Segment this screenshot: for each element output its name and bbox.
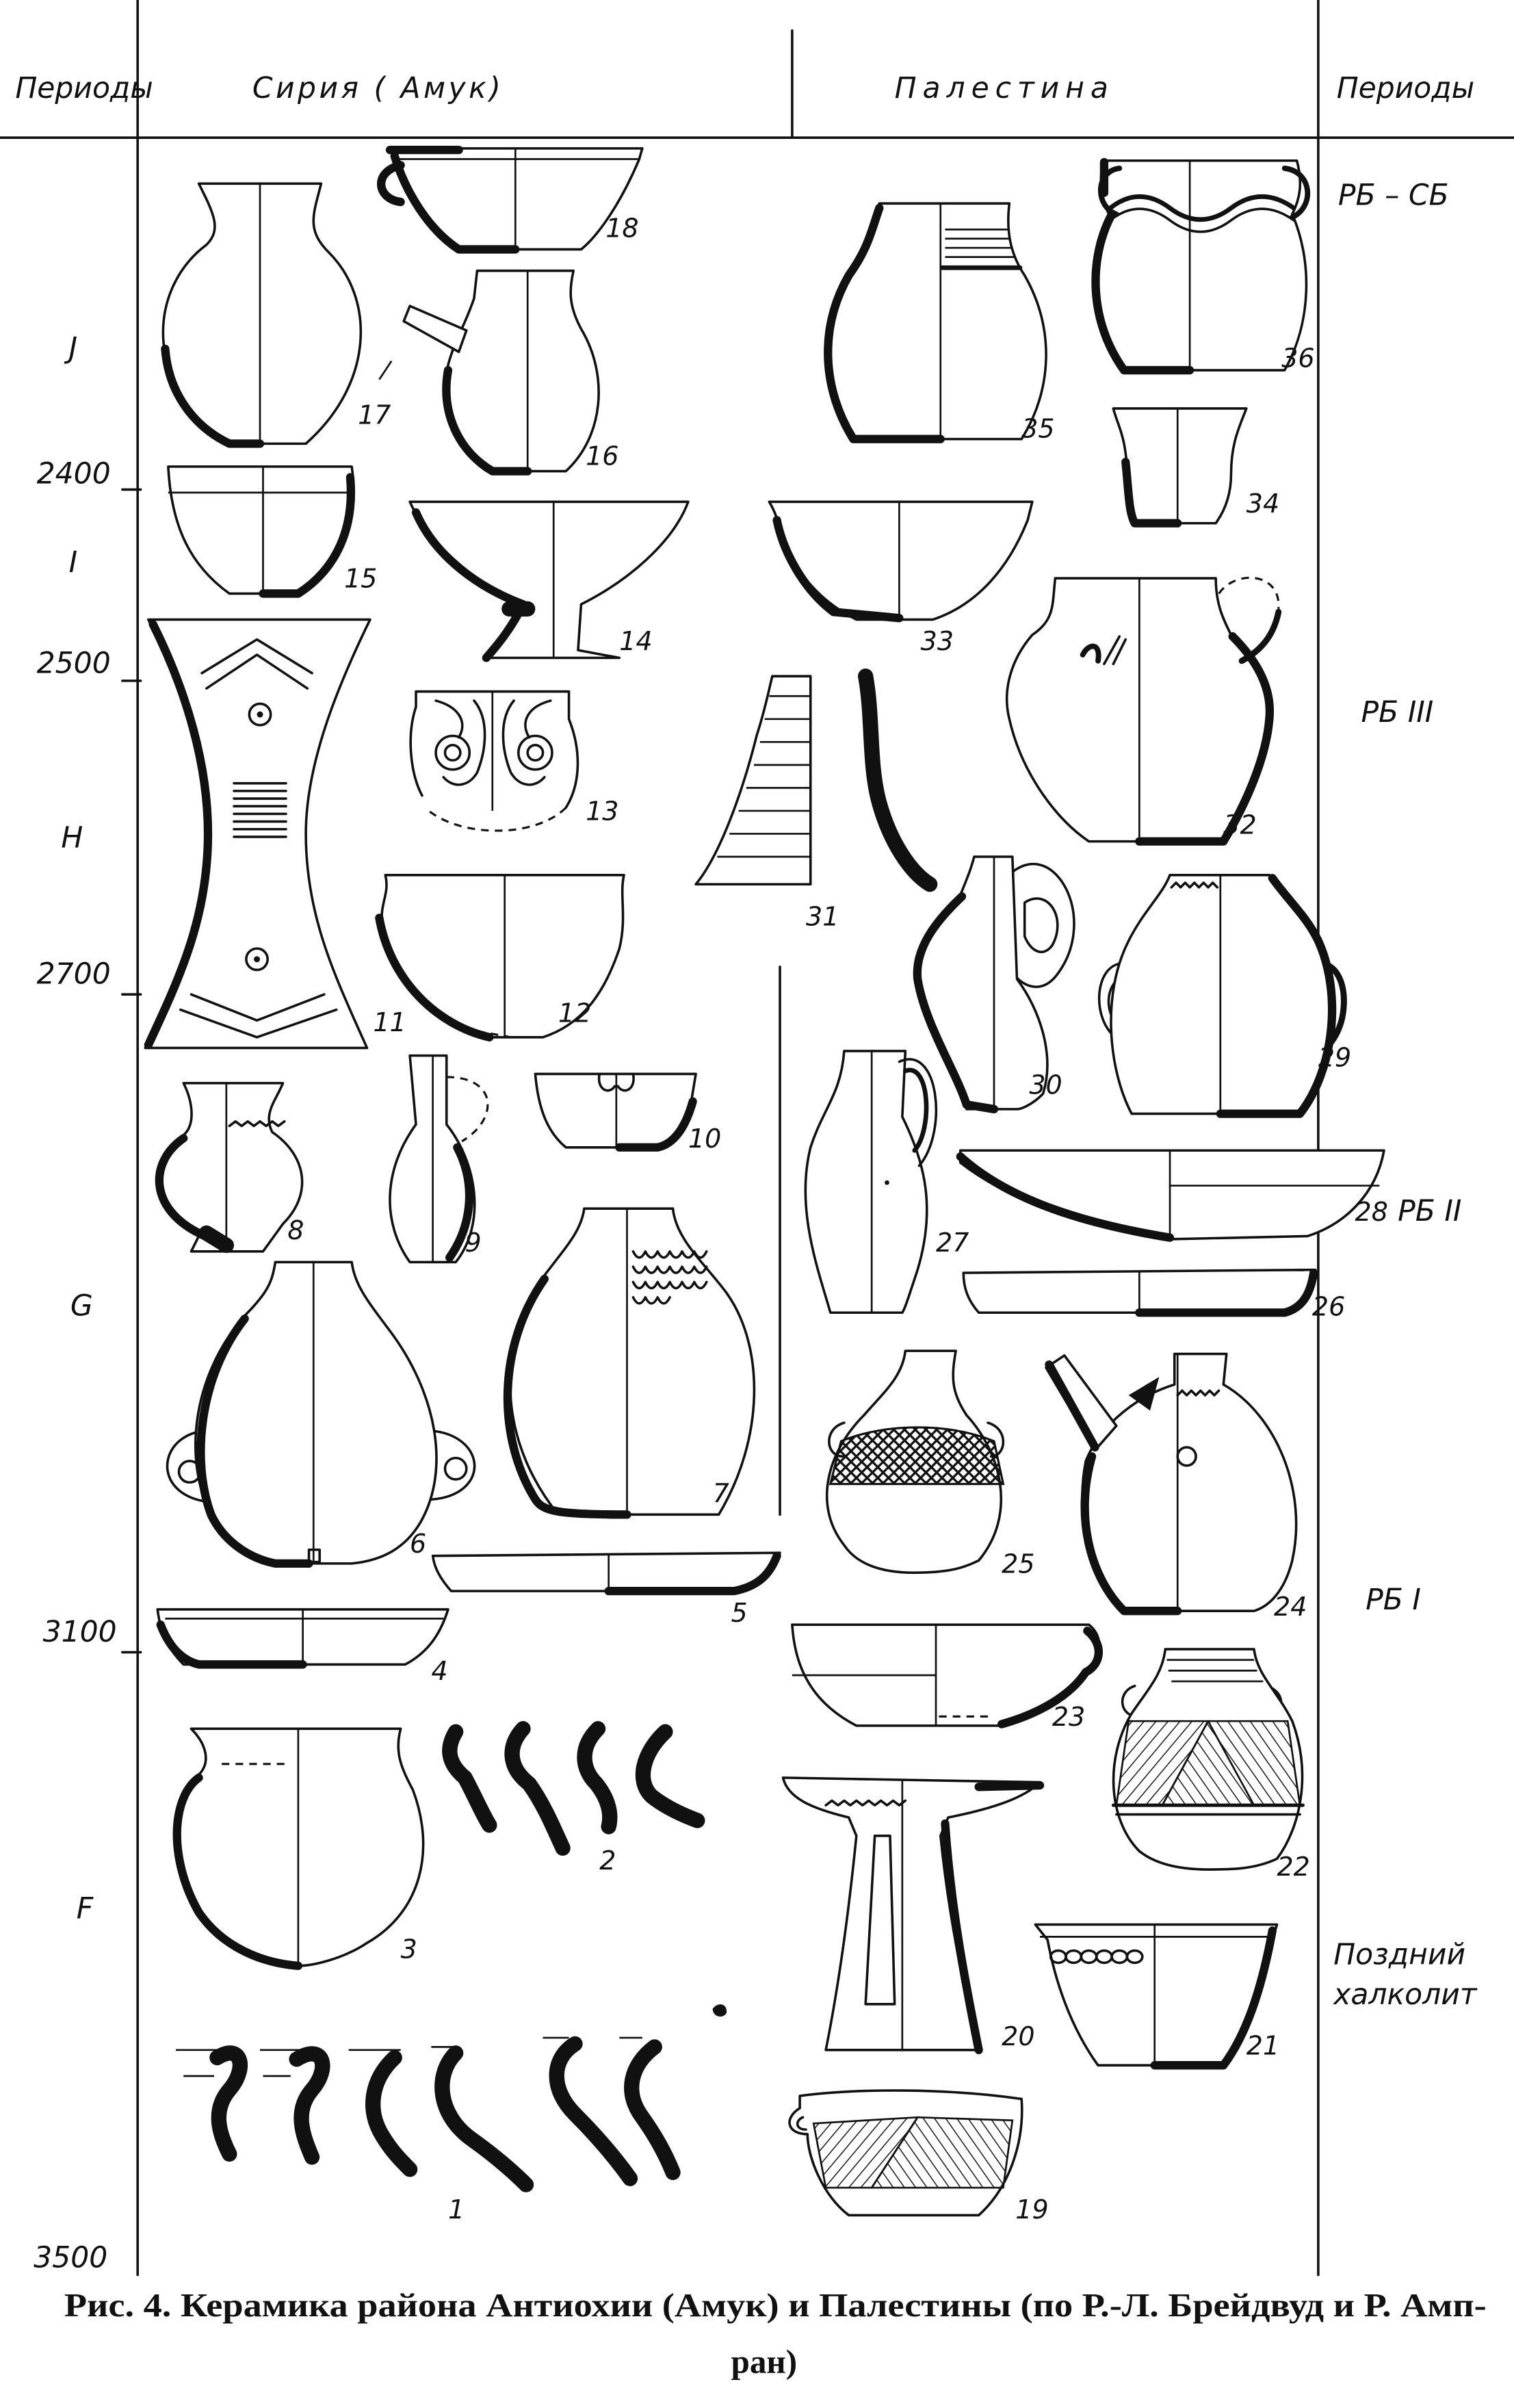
vessel-22 [1111,1648,1305,1871]
date-label-3500: 3500 [34,2241,107,2275]
vessel-18 [377,145,644,254]
vessel-1 [176,2036,681,2192]
period-label-f: F [77,1893,94,1926]
vessel-25 [825,1349,1005,1575]
vessel-11 [144,618,371,1050]
vessel-number-24: 24 [1274,1592,1307,1622]
period-late-chalcolithic-line2: халколит [1332,1978,1478,2012]
vessel-number-15: 15 [344,564,377,594]
vessel-number-17: 17 [358,400,391,430]
vessel-23 [791,1623,1103,1729]
vessel-4 [156,1608,449,1669]
vessel-17 [161,182,393,448]
period-label-h: H [61,822,83,855]
figure-caption-line2: ран) [731,2343,797,2381]
vessel-21 [1034,1923,1279,2070]
vessel-3 [172,1727,425,1971]
ink-mark [712,2004,727,2017]
period-label-j: J [64,332,78,365]
vessel-10 [534,1072,697,1152]
vessel-number-28: 28 [1355,1197,1388,1227]
vessel-number-1: 1 [448,2195,465,2225]
vessel-20 [781,1776,1045,2054]
vessel-number-23: 23 [1052,1702,1085,1732]
header-periods-right: Периоды [1337,72,1474,105]
vessel-27 [804,1050,938,1315]
vessel-29 [1097,874,1347,1118]
period-eb-mb: РБ – СБ [1338,179,1449,213]
vessel-32 [1005,576,1282,846]
vessel-number-labels: 1 2 3 4 5 6 7 8 9 10 11 12 13 14 15 16 1… [287,213,1388,2225]
vessel-28 [956,1149,1385,1242]
header-palestine: Палестина [895,72,1114,105]
vessel-number-31: 31 [806,902,839,932]
vessel-number-22: 22 [1277,1852,1310,1882]
date-label-2700: 2700 [37,958,111,992]
period-label-i: I [69,546,78,580]
vessel-number-18: 18 [605,213,638,244]
vessel-number-3: 3 [401,1934,417,1965]
vessel-number-27: 27 [936,1228,969,1258]
vessel-number-21: 21 [1247,2031,1279,2061]
period-late-chalcolithic-line1: Поздний [1333,1939,1465,1972]
vessel-number-35: 35 [1021,413,1054,443]
vessel-33 [768,500,1034,623]
date-label-3100: 3100 [43,1616,117,1649]
date-label-2500: 2500 [37,647,111,681]
vessel-7 [503,1207,756,1519]
vessel-number-11: 11 [373,1007,406,1037]
vessel-36 [1091,157,1311,375]
vessel-number-19: 19 [1015,2195,1048,2225]
vessel-number-36: 36 [1281,344,1314,374]
vessel-number-29: 29 [1318,1042,1351,1072]
vessel-number-5: 5 [731,1598,747,1628]
period-eb-3: РБ III [1361,696,1433,729]
period-eb-2: РБ II [1398,1195,1461,1228]
vessel-19 [788,2089,1023,2217]
vessel-26 [962,1268,1318,1317]
vessel-13 [409,690,579,832]
vessel-number-26: 26 [1312,1292,1345,1322]
vessel-2 [442,1721,705,1856]
vessel-number-12: 12 [558,998,591,1028]
vessel-number-30: 30 [1029,1070,1062,1100]
vessel-15 [167,465,355,598]
vessel-number-16: 16 [586,441,618,471]
vessel-34 [1112,407,1248,528]
vessel-number-34: 34 [1247,489,1279,519]
vessel-5 [431,1551,781,1596]
vessel-number-14: 14 [619,626,652,656]
vessel-16 [402,269,600,476]
vessel-number-2: 2 [599,1846,616,1876]
header-periods-left: Периоды [15,72,153,105]
vessel-number-7: 7 [713,1478,729,1508]
vessel-35 [824,202,1047,443]
vessel-number-32: 32 [1223,810,1256,840]
period-label-g: G [70,1290,93,1323]
vessel-number-20: 20 [1002,2021,1034,2051]
figure-caption-line1: Рис. 4. Керамика района Антиохии (Амук) … [64,2286,1487,2324]
table-grid [0,0,1514,2277]
vessel-number-6: 6 [410,1529,426,1559]
vessel-number-10: 10 [688,1124,721,1154]
header-syria: Сирия ( Амук) [252,72,504,105]
vessel-8 [155,1082,304,1254]
vessel-number-8: 8 [287,1215,304,1245]
vessel-14 [408,500,690,662]
vessel-31 [694,669,938,892]
vessel-number-4: 4 [431,1656,447,1686]
period-eb-1: РБ I [1366,1583,1421,1617]
vessel-number-33: 33 [921,626,954,656]
vessel-30 [913,855,1075,1114]
vessel-number-13: 13 [586,796,618,826]
vessel-6 [166,1260,476,1568]
vessel-24 [1045,1352,1298,1616]
vessel-9 [389,1054,489,1264]
vessel-number-25: 25 [1002,1549,1034,1579]
date-label-2400: 2400 [37,457,111,491]
vessel-number-9: 9 [465,1228,482,1258]
vessel-12 [375,874,625,1041]
